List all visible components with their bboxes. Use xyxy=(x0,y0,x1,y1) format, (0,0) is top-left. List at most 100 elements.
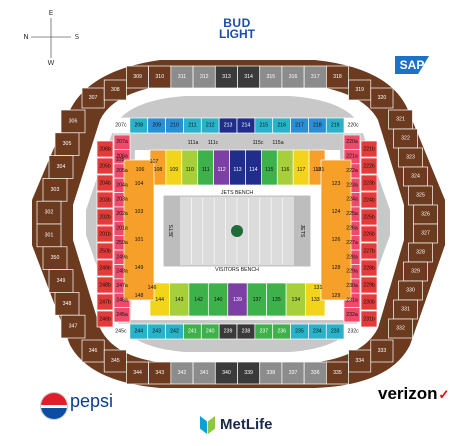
section-204b[interactable]: 204b xyxy=(99,181,111,187)
section-205a[interactable]: 205a xyxy=(116,168,128,174)
section-123[interactable]: 123 xyxy=(332,181,341,187)
mezzanine-section-206b[interactable] xyxy=(96,140,114,158)
lower-right-endzone-block[interactable] xyxy=(320,159,352,301)
mezzanine-section-224b[interactable] xyxy=(360,191,378,209)
section-238[interactable]: 238 xyxy=(242,329,251,335)
section-230b[interactable]: 230b xyxy=(363,300,375,306)
section-218[interactable]: 218 xyxy=(313,123,322,129)
section-211[interactable]: 211 xyxy=(188,123,196,129)
mezzanine-section-201b[interactable] xyxy=(96,225,114,243)
section-219[interactable]: 219 xyxy=(331,123,340,129)
section-212[interactable]: 212 xyxy=(206,123,215,129)
section-306[interactable]: 306 xyxy=(69,118,78,124)
section-201b[interactable]: 201b xyxy=(99,232,111,238)
section-105[interactable]: 105 xyxy=(116,157,125,163)
section-344[interactable]: 344 xyxy=(133,370,142,376)
section-204a[interactable]: 204a xyxy=(116,182,128,188)
section-213[interactable]: 213 xyxy=(224,123,233,129)
section-313[interactable]: 313 xyxy=(222,74,231,80)
mezzanine-section-223b[interactable] xyxy=(360,174,378,192)
section-210[interactable]: 210 xyxy=(170,123,179,129)
mezzanine-section-205b[interactable] xyxy=(96,157,114,175)
section-215[interactable]: 215 xyxy=(259,123,268,129)
section-349[interactable]: 349 xyxy=(57,278,66,284)
section-237[interactable]: 237 xyxy=(259,329,268,335)
section-229b[interactable]: 229b xyxy=(363,283,375,289)
section-331[interactable]: 331 xyxy=(401,307,410,313)
section-209[interactable]: 209 xyxy=(152,123,161,129)
section-103[interactable]: 103 xyxy=(135,209,144,215)
section-339[interactable]: 339 xyxy=(244,370,253,376)
section-206b[interactable]: 206b xyxy=(99,147,111,153)
section-106[interactable]: 106 xyxy=(136,167,145,173)
section-107[interactable]: 107 xyxy=(150,159,159,165)
mezzanine-section-245a[interactable] xyxy=(113,307,131,323)
section-201a[interactable]: 201a xyxy=(116,226,128,232)
section-236[interactable]: 236 xyxy=(277,329,286,335)
mezzanine-section-231b[interactable] xyxy=(360,310,378,328)
section-128[interactable]: 128 xyxy=(332,265,341,271)
section-110[interactable]: 110 xyxy=(186,167,194,173)
section-228a[interactable]: 228a xyxy=(346,254,358,260)
section-319[interactable]: 319 xyxy=(355,87,364,93)
section-347[interactable]: 347 xyxy=(69,324,78,330)
section-324[interactable]: 324 xyxy=(411,174,420,180)
section-247b[interactable]: 247b xyxy=(99,300,111,306)
section-224a[interactable]: 224a xyxy=(346,197,358,203)
section-227b[interactable]: 227b xyxy=(363,249,375,255)
section-227a[interactable]: 227a xyxy=(346,240,358,246)
mezzanine-section-232a[interactable] xyxy=(343,307,361,323)
section-139[interactable]: 139 xyxy=(233,297,242,303)
section-350[interactable]: 350 xyxy=(51,255,60,261)
mezzanine-section-221b[interactable] xyxy=(360,140,378,158)
section-333[interactable]: 333 xyxy=(378,348,387,354)
section-216[interactable]: 216 xyxy=(277,123,286,129)
section-115c[interactable]: 115c xyxy=(253,140,264,146)
section-226a[interactable]: 226a xyxy=(346,226,358,232)
section-242[interactable]: 242 xyxy=(170,329,179,335)
section-207c[interactable]: 207c xyxy=(115,123,127,129)
section-224b[interactable]: 224b xyxy=(363,198,375,204)
section-142[interactable]: 142 xyxy=(194,297,203,303)
section-207a[interactable]: 207a xyxy=(116,139,128,145)
section-220a[interactable]: 220a xyxy=(346,139,358,145)
section-214[interactable]: 214 xyxy=(242,123,251,129)
section-337[interactable]: 337 xyxy=(289,370,298,376)
section-228b[interactable]: 228b xyxy=(363,266,375,272)
section-240[interactable]: 240 xyxy=(206,329,215,335)
section-116[interactable]: 116 xyxy=(281,167,289,173)
section-311[interactable]: 311 xyxy=(178,74,186,80)
section-206a[interactable]: 206a xyxy=(116,154,128,160)
section-226b[interactable]: 226b xyxy=(363,232,375,238)
section-346[interactable]: 346 xyxy=(89,348,98,354)
section-121[interactable]: 121 xyxy=(316,167,325,173)
section-115a[interactable]: 115a xyxy=(272,140,283,146)
mezzanine-section-202b[interactable] xyxy=(96,208,114,226)
section-221b[interactable]: 221b xyxy=(363,147,375,153)
section-321[interactable]: 321 xyxy=(396,117,405,123)
section-231b[interactable]: 231b xyxy=(363,317,375,323)
section-203a[interactable]: 203a xyxy=(116,197,128,203)
section-202a[interactable]: 202a xyxy=(116,211,128,217)
section-225a[interactable]: 225a xyxy=(346,211,358,217)
section-348[interactable]: 348 xyxy=(63,301,72,307)
section-111c[interactable]: 111c xyxy=(208,140,219,146)
mezzanine-section-227b[interactable] xyxy=(360,242,378,260)
section-341[interactable]: 341 xyxy=(200,370,209,376)
section-118[interactable]: 118 xyxy=(313,167,321,173)
section-248a[interactable]: 248a xyxy=(116,269,128,275)
section-234[interactable]: 234 xyxy=(313,329,322,335)
section-249a[interactable]: 249a xyxy=(116,254,128,260)
section-205b[interactable]: 205b xyxy=(99,164,111,170)
section-345[interactable]: 345 xyxy=(111,358,120,364)
section-310[interactable]: 310 xyxy=(155,74,164,80)
section-149[interactable]: 149 xyxy=(135,265,144,271)
section-108[interactable]: 108 xyxy=(154,167,163,173)
mezzanine-section-226b[interactable] xyxy=(360,225,378,243)
section-223a[interactable]: 223a xyxy=(346,182,358,188)
section-323[interactable]: 323 xyxy=(406,155,415,161)
section-208[interactable]: 208 xyxy=(134,123,143,129)
section-250b[interactable]: 250b xyxy=(99,249,111,255)
section-244[interactable]: 244 xyxy=(134,329,143,335)
upper-section-335[interactable] xyxy=(326,361,349,385)
